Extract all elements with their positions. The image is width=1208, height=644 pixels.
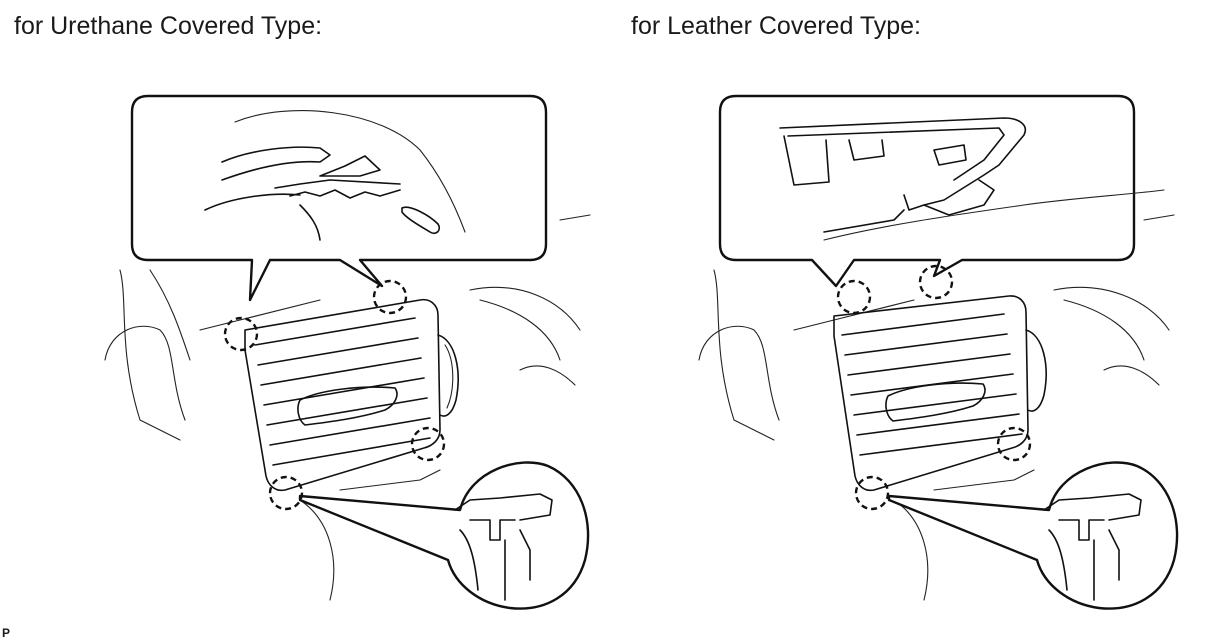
claw-marker-bottom-right: [996, 426, 1032, 462]
clip-location-markers: [836, 264, 1032, 511]
bottom-callout: [298, 461, 590, 610]
urethane-vent-illustration: [104, 94, 591, 610]
clip-marker-top-left: [836, 279, 872, 315]
clip-marker-top-right: [918, 264, 954, 300]
clip-marker-top-right: [372, 279, 408, 315]
claw-marker-bottom-left: [854, 475, 890, 511]
leather-type-title: for Leather Covered Type:: [631, 12, 921, 40]
figure-code: P: [2, 626, 11, 640]
leather-vent-illustration: [698, 94, 1179, 610]
claw-marker-bottom-left: [268, 475, 304, 511]
top-callout: [718, 94, 1165, 288]
top-callout: [130, 94, 548, 302]
air-vent-register: [244, 298, 459, 492]
clip-marker-top-left: [223, 316, 259, 352]
bottom-callout: [887, 461, 1179, 610]
claw-marker-bottom-right: [410, 426, 446, 462]
dashboard-background: [698, 214, 1175, 601]
air-vent-register: [833, 295, 1047, 492]
clip-location-markers: [223, 279, 446, 511]
dashboard-background: [104, 214, 591, 601]
urethane-type-title: for Urethane Covered Type:: [14, 12, 323, 40]
